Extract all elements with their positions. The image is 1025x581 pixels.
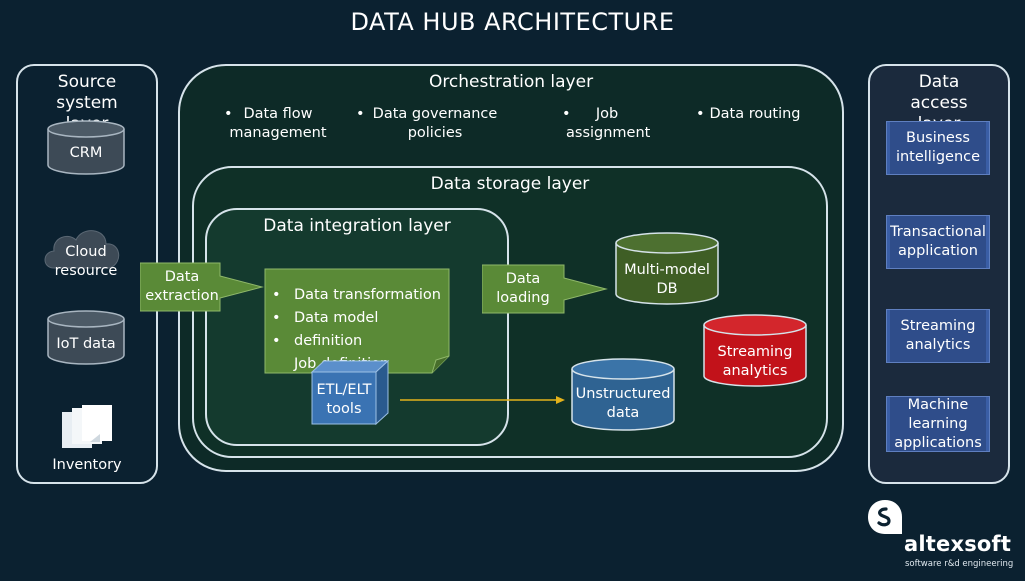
unstructured-data-cylinder xyxy=(571,358,675,431)
access-transactional-application: Transactional application xyxy=(886,215,990,269)
etl-elt-tools-label: ETL/ELT tools xyxy=(316,382,372,417)
iot-data-label: IoT data xyxy=(56,336,116,352)
multi-model-db-cylinder xyxy=(615,232,719,305)
task-bullet-3: • xyxy=(272,333,281,349)
access-machine-learning-label: Machine learning applications xyxy=(894,396,982,451)
inventory-documents-icon xyxy=(62,405,112,448)
crm-label: CRM xyxy=(69,145,103,161)
integration-tasks-note-shape xyxy=(264,268,450,374)
data-access-title: Data access layer xyxy=(910,72,968,134)
bullet-data-governance: •Data governance policies xyxy=(356,106,498,141)
bullet-data-governance-text: Data governance policies xyxy=(372,106,498,141)
task-bullet-1: • xyxy=(272,287,281,303)
data-extraction-arrow xyxy=(140,262,264,312)
task-bullet-2: • xyxy=(272,310,281,326)
bullet-data-routing: •Data routing xyxy=(696,106,801,122)
task-data-model-definition: Data model definition xyxy=(294,310,379,349)
bullet-data-flow: •Data flow management xyxy=(224,106,327,141)
crm-cylinder xyxy=(47,120,125,175)
iot-data-cylinder xyxy=(47,310,125,365)
brand-tagline: software r&d engineering xyxy=(905,559,1014,569)
etl-to-unstructured-arrow xyxy=(400,396,565,404)
bullet-data-routing-text: Data routing xyxy=(709,106,801,122)
multi-model-db-label: Multi-model DB xyxy=(624,262,710,297)
orchestration-title: Orchestration layer xyxy=(428,72,594,92)
cloud-resource-label: Cloud resource xyxy=(54,244,118,279)
altexsoft-logo-icon xyxy=(868,500,902,534)
task-data-transformation: Data transformation xyxy=(294,287,441,303)
task-bullets: • • • xyxy=(272,284,281,353)
bullet-job-assignment-text: Job assignment xyxy=(566,106,651,141)
etl-elt-tools-cube xyxy=(310,360,390,426)
access-streaming-analytics: Streaming analytics xyxy=(886,309,990,363)
data-loading-label: Data loading xyxy=(496,271,550,306)
access-transactional-application-label: Transactional application xyxy=(890,224,986,259)
inventory-label: Inventory xyxy=(52,457,122,473)
cloud-icon xyxy=(44,230,120,269)
unstructured-data-label: Unstructured data xyxy=(575,386,671,421)
access-business-intelligence: Business intelligence xyxy=(886,121,990,175)
access-machine-learning: Machine learning applications xyxy=(886,396,990,452)
bullet-job-assignment: •Job assignment xyxy=(562,106,651,141)
bullet-data-flow-text: Data flow management xyxy=(229,106,327,141)
page-title: DATA HUB ARCHITECTURE xyxy=(350,8,675,36)
streaming-analytics-cylinder xyxy=(703,314,807,387)
access-business-intelligence-label: Business intelligence xyxy=(895,130,981,165)
access-streaming-analytics-label: Streaming analytics xyxy=(900,318,976,353)
data-storage-title: Data storage layer xyxy=(430,174,590,194)
data-integration-title: Data integration layer xyxy=(263,216,451,236)
data-loading-arrow xyxy=(482,264,608,314)
brand-name: altexsoft xyxy=(904,532,1012,556)
streaming-analytics-label: Streaming analytics xyxy=(717,344,793,379)
data-extraction-label: Data extraction xyxy=(145,269,219,304)
